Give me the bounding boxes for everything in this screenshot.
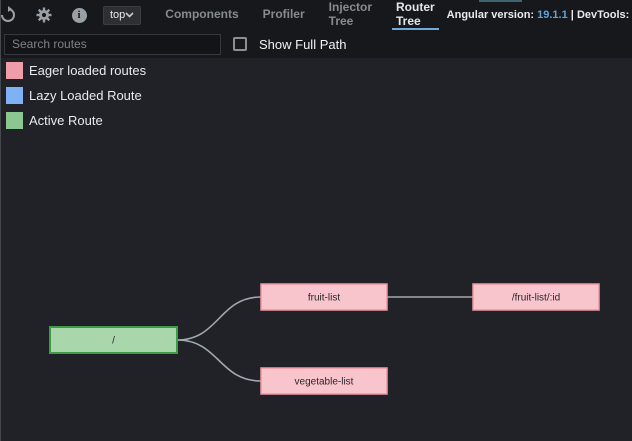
legend-label: Eager loaded routes (29, 63, 147, 78)
angular-version-number: 19.1.1 (537, 9, 568, 21)
active-route-swatch (6, 112, 23, 129)
route-node-root[interactable]: / (49, 326, 178, 354)
search-routes-input[interactable] (4, 33, 221, 55)
route-node-box[interactable] (260, 367, 388, 395)
lazy-route-swatch (6, 87, 23, 104)
tab-components[interactable]: Components (165, 7, 239, 21)
devtools-toolbar: i top Components Profiler Injector Tree … (1, 0, 632, 30)
tab-bar: Components Profiler Injector Tree Router… (153, 0, 446, 30)
info-icon[interactable]: i (69, 4, 89, 26)
route-node-fruit-list[interactable]: fruit-list (260, 283, 388, 311)
devtools-version-label: DevTools: (576, 9, 630, 21)
route-node-box[interactable] (49, 326, 178, 354)
legend-item-lazy: Lazy Loaded Route (6, 87, 146, 104)
route-legend: Eager loaded routes Lazy Loaded Route Ac… (6, 62, 146, 137)
route-node-label: fruit-list (308, 293, 340, 304)
frame-selector-dropdown[interactable]: top (103, 5, 142, 25)
tab-profiler[interactable]: Profiler (262, 7, 305, 21)
router-filter-bar: Show Full Path (1, 30, 632, 58)
route-node-box[interactable] (472, 283, 600, 311)
legend-label: Active Route (29, 113, 103, 128)
tree-edge-root-fruit-list (176, 296, 262, 341)
eager-route-swatch (6, 62, 23, 79)
route-node-box[interactable] (260, 283, 388, 311)
version-prefix: Angular version: (446, 9, 535, 21)
frame-selector-value: top (110, 9, 126, 21)
route-node-vegetable-list[interactable]: vegetable-list (260, 367, 388, 395)
route-node-label: / (112, 336, 115, 347)
legend-item-active: Active Route (6, 112, 146, 129)
route-node-label: /fruit-list/:id (512, 293, 560, 304)
legend-label: Lazy Loaded Route (29, 88, 142, 103)
refresh-icon[interactable] (1, 4, 21, 26)
route-node-label: vegetable-list (295, 377, 354, 388)
show-full-path-checkbox[interactable] (233, 37, 247, 51)
version-separator: | (567, 9, 577, 21)
tab-router-tree[interactable]: Router Tree (392, 0, 439, 30)
version-info: Angular version: 19.1.1 | DevTools: 1.0.… (447, 9, 632, 21)
route-node-fruit-detail[interactable]: /fruit-list/:id (472, 283, 600, 311)
chevron-down-icon (125, 12, 134, 18)
router-tree-canvas: / fruit-list vegetable-list/fruit-list/:id (49, 283, 600, 395)
top-edge-highlight (479, 0, 522, 2)
show-full-path-toggle[interactable]: Show Full Path (233, 37, 346, 52)
show-full-path-label: Show Full Path (259, 36, 347, 52)
tree-edge-root-vegetable-list (176, 339, 262, 382)
legend-item-eager: Eager loaded routes (6, 62, 146, 79)
gear-icon[interactable] (34, 4, 54, 26)
tab-injector-tree[interactable]: Injector Tree (328, 0, 372, 28)
router-tree-panel: / fruit-list vegetable-list/fruit-list/:id… (1, 58, 632, 441)
